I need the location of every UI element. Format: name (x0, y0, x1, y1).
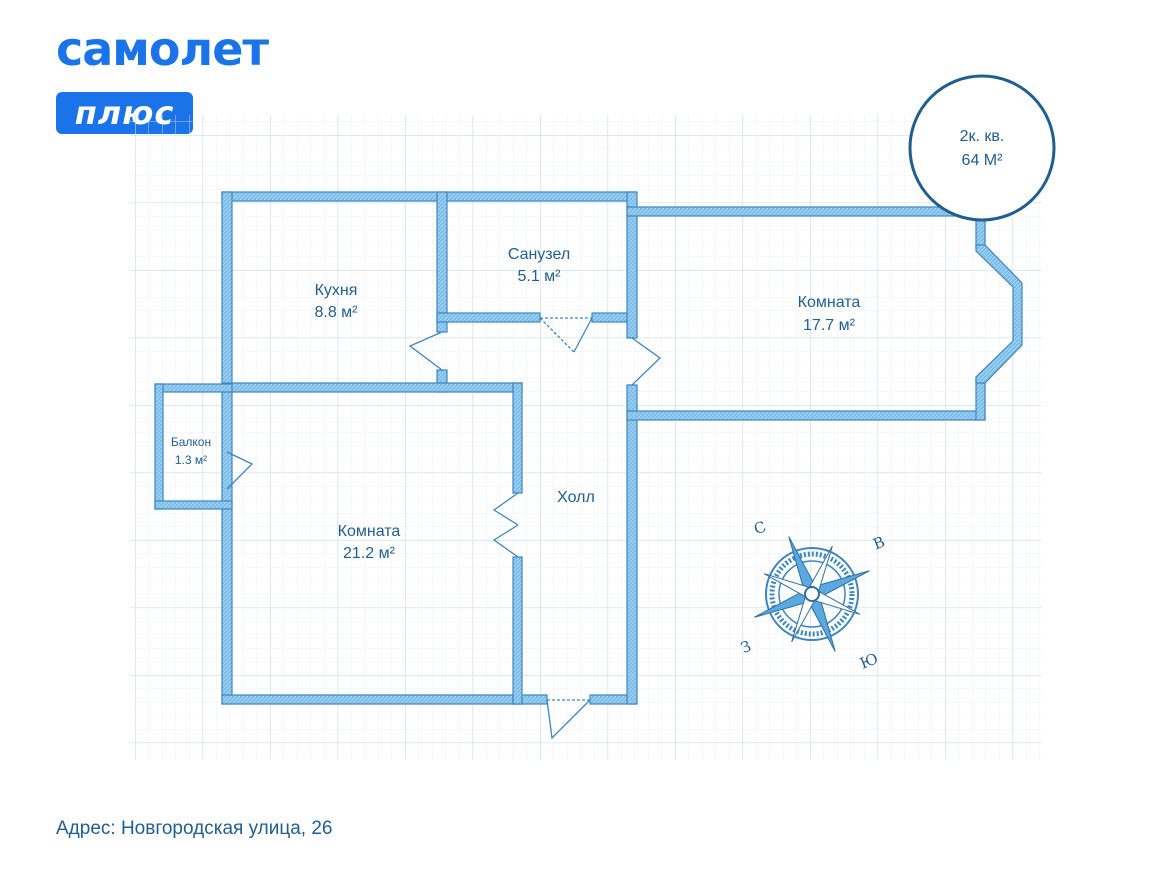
room-right-name: Комната (798, 294, 861, 311)
room-right-area: 17.7 м² (803, 317, 856, 334)
compass-rose (754, 536, 870, 652)
room-big-area: 21.2 м² (343, 545, 396, 562)
walls (154, 191, 986, 705)
kitchen-name: Кухня (315, 282, 358, 299)
grid-background (130, 115, 1042, 760)
apartment-type: 2к. кв. (960, 128, 1005, 145)
room-big-name: Комната (338, 523, 401, 540)
apartment-area: 64 М² (962, 152, 1004, 169)
compass-south: Ю (857, 649, 880, 672)
hall-name: Холл (557, 489, 595, 506)
bay-window (975, 244, 1023, 384)
balcony-area: 1.3 м² (175, 453, 207, 467)
apartment-badge (908, 74, 1056, 222)
bathroom-name: Санузел (508, 246, 570, 263)
bathroom-area: 5.1 м² (517, 268, 561, 285)
balcony-name: Балкон (171, 435, 211, 449)
kitchen-area: 8.8 м² (314, 304, 358, 321)
doors (226, 317, 662, 740)
address-text: Адрес: Новгородская улица, 26 (56, 818, 333, 839)
brand-logo-word: самолет (56, 22, 269, 76)
